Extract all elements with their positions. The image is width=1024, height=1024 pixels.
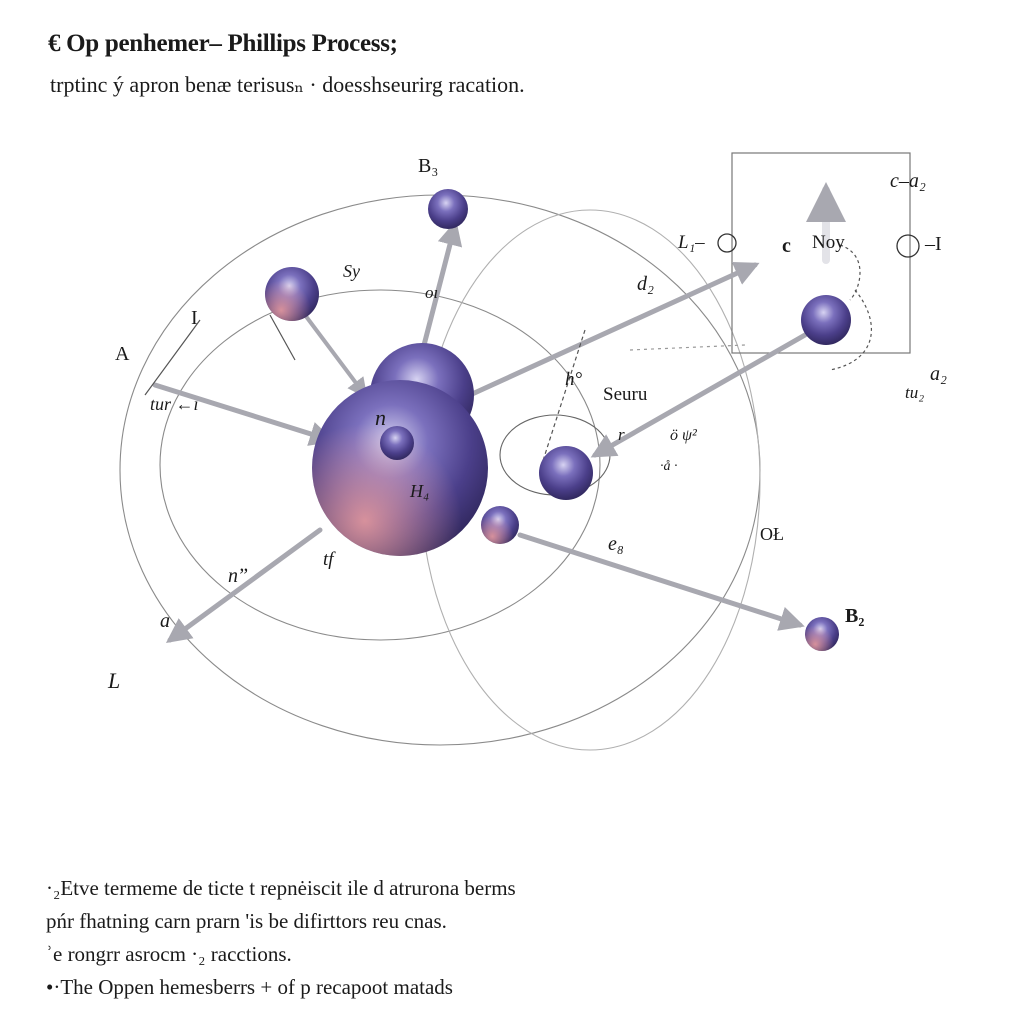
arrow-from-box bbox=[590, 332, 808, 458]
label-c: c bbox=[782, 235, 791, 257]
line-sy bbox=[269, 314, 296, 361]
molecules bbox=[265, 189, 851, 651]
label-d2: d₂ bbox=[637, 273, 654, 295]
thin-lines bbox=[144, 244, 873, 471]
label-minus-I: –I bbox=[924, 233, 942, 255]
label-e8: e₈ bbox=[608, 533, 624, 555]
label-l1: L₁– bbox=[677, 232, 705, 253]
page-title: € Op penhemer– Phillips Process; bbox=[48, 30, 398, 57]
note-item: pńr fhatning carn prarn 'is be difirttor… bbox=[46, 909, 447, 933]
label-v-mid: ö ψ² bbox=[670, 427, 698, 444]
label-tur: tur ←ı bbox=[150, 394, 199, 414]
label-L: L bbox=[107, 668, 120, 693]
label-a-left: a bbox=[160, 610, 170, 632]
label-n-lower: nˮ bbox=[228, 565, 249, 587]
dashed-top bbox=[629, 344, 746, 351]
label-ol: OŁ bbox=[760, 524, 784, 544]
arrow-d2 bbox=[467, 261, 760, 398]
atom-center-small bbox=[380, 426, 414, 460]
label-h4: H₄ bbox=[409, 481, 429, 501]
arrow-tur bbox=[152, 382, 335, 446]
right-port-icon bbox=[896, 234, 920, 258]
label-tf: tf bbox=[323, 549, 336, 570]
label-c-a2: c–a₂ bbox=[890, 170, 926, 192]
label-tu: tu₂ bbox=[905, 383, 924, 402]
arrow-sy bbox=[303, 313, 368, 399]
dashed-link bbox=[539, 329, 586, 471]
notes-list: ·₂Etve termeme de ticte t repnėiscit ile… bbox=[46, 872, 516, 1004]
label-A: A bbox=[115, 343, 130, 365]
label-o1: oı bbox=[425, 283, 438, 302]
left-port-icon bbox=[717, 233, 737, 253]
label-seur: Seuru bbox=[603, 384, 648, 405]
diagram-labels: B₃ Sy oı I A tur ←ı n H₄ nˮ tf a L d₂ h°… bbox=[107, 155, 947, 693]
page-subtitle: trptinc ý apron benӕ terisusₙ · doesshse… bbox=[50, 72, 525, 97]
line-I bbox=[144, 319, 201, 396]
arrow-a bbox=[165, 527, 323, 643]
atom-b3 bbox=[428, 189, 468, 229]
note-item: ʾe rongrr asrocm ·₂ racctions. bbox=[46, 942, 292, 966]
label-h-mid: h° bbox=[565, 369, 583, 390]
reaction-diagram: B₃ Sy oı I A tur ←ı n H₄ nˮ tf a L d₂ h°… bbox=[107, 152, 947, 751]
atom-seur bbox=[539, 446, 593, 500]
note-item: ·₂Etve termeme de ticte t repnėiscit ile… bbox=[46, 876, 516, 900]
label-n-center: n bbox=[375, 405, 386, 430]
atom-box bbox=[801, 295, 851, 345]
note-item: •·The Oppen hemesberrs + of p recapoot m… bbox=[46, 975, 453, 999]
label-dots: ·å · bbox=[660, 459, 678, 474]
label-a2: a₂ bbox=[930, 363, 947, 385]
reference-box bbox=[731, 152, 911, 354]
inner-orbit bbox=[159, 289, 601, 641]
label-b3: B₃ bbox=[418, 155, 438, 177]
label-I: I bbox=[191, 307, 198, 329]
label-b2: B₂ bbox=[845, 605, 864, 627]
arrow-b2 bbox=[517, 532, 805, 631]
arrows bbox=[152, 182, 846, 643]
label-sy: Sy bbox=[343, 261, 360, 281]
dashed-loop bbox=[829, 244, 873, 371]
label-noy: Noy bbox=[812, 232, 845, 253]
label-r-mid: r bbox=[618, 425, 625, 444]
